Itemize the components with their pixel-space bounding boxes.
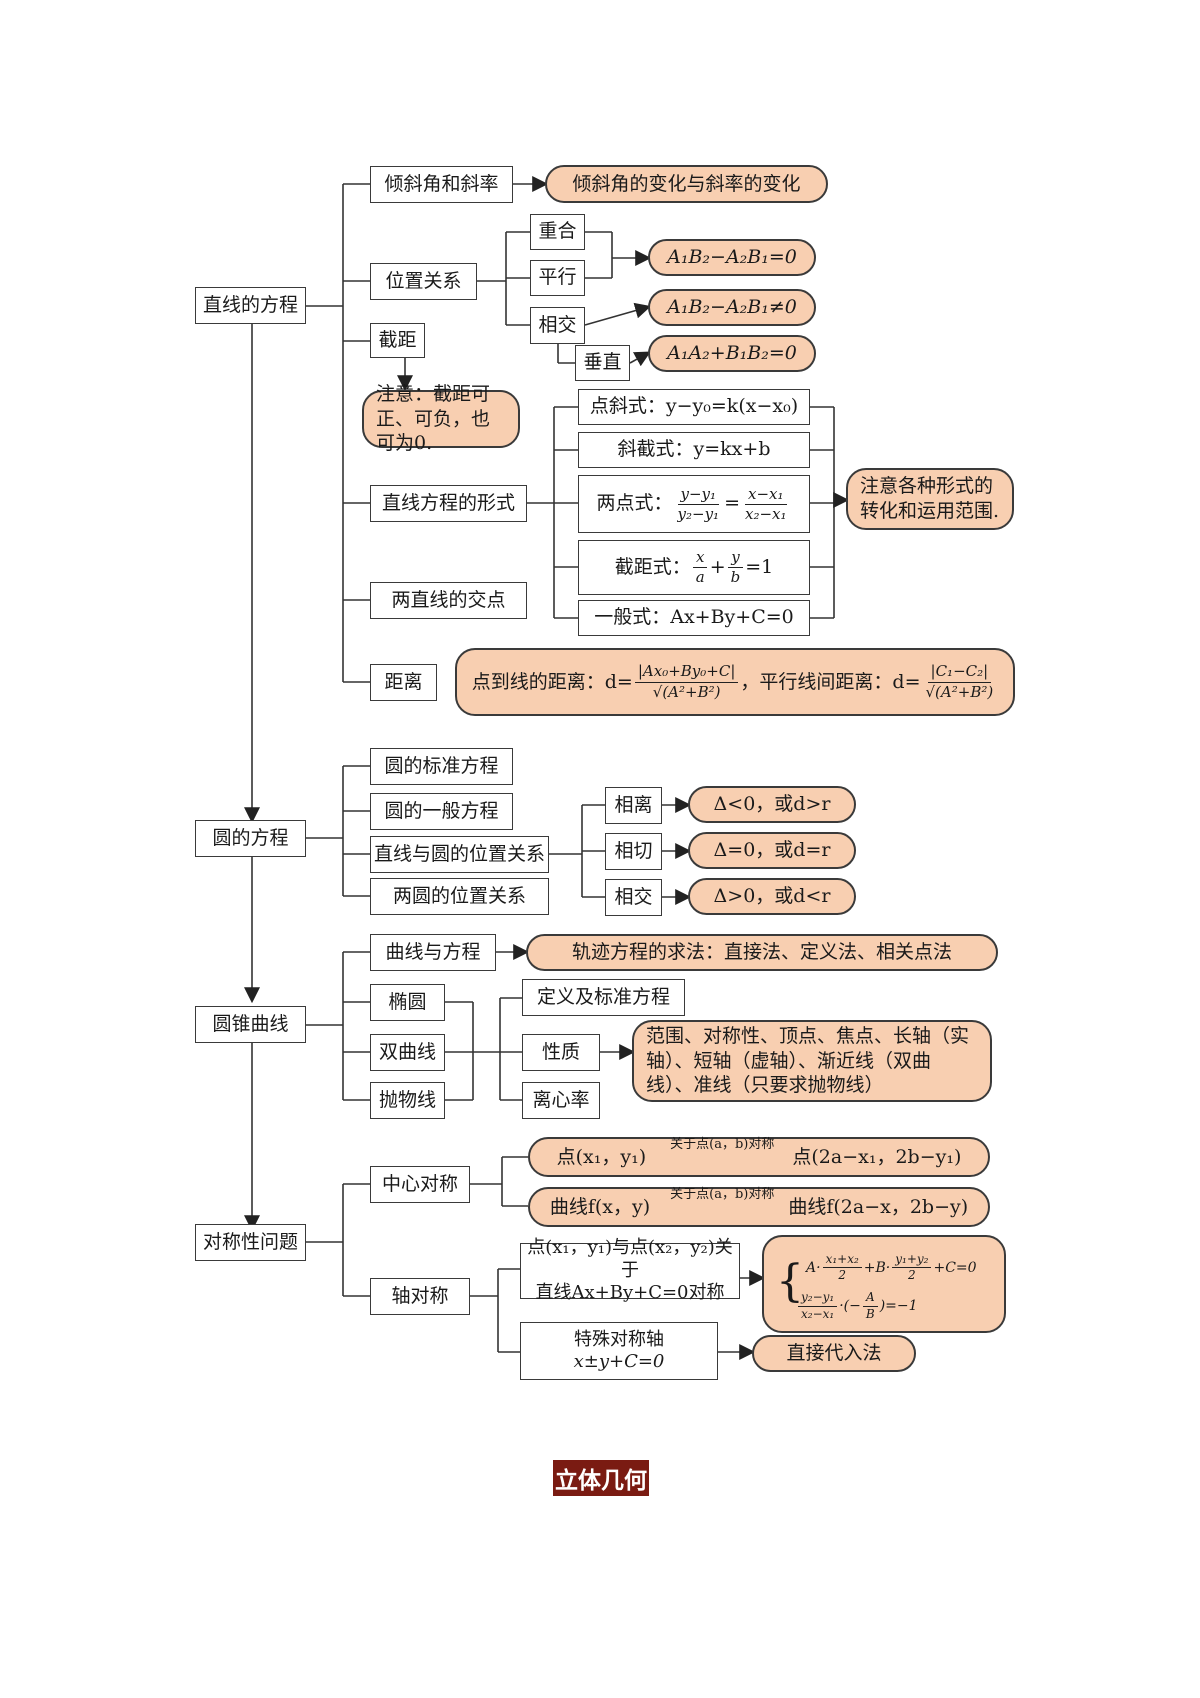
- intercept-form-label: 截距式：: [614, 555, 691, 578]
- locus-methods: 轨迹方程的求法：直接法、定义法、相关点法: [526, 934, 998, 971]
- intercept-plus: +: [709, 555, 726, 578]
- conic-root: 圆锥曲线: [195, 1006, 306, 1043]
- line-forms-node: 直线方程的形式: [370, 485, 527, 522]
- circle-circle-node: 两圆的位置关系: [370, 878, 549, 915]
- central-curve-to: 曲线f(2a−x，2b−y): [788, 1195, 969, 1218]
- intersect-node: 相交: [530, 307, 585, 344]
- curve-equation-node: 曲线与方程: [370, 934, 496, 971]
- ellipse-node: 椭圆: [370, 984, 445, 1021]
- two-point-equals: =: [724, 492, 740, 515]
- general-form: 一般式：Ax+By+C=0: [578, 600, 810, 636]
- point-slope-form: 点斜式：y−y₀=k(x−x₀): [578, 389, 810, 425]
- apart-condition: Δ<0，或d>r: [688, 786, 856, 823]
- intercept-node: 截距: [370, 323, 425, 358]
- slope-note: 倾斜角的变化与斜率的变化: [545, 165, 828, 203]
- special-axis-line1: 特殊对称轴: [574, 1328, 664, 1350]
- central-curve-from: 曲线f(x，y): [549, 1195, 651, 1218]
- special-axis-line2: x±y+C=0: [573, 1351, 665, 1372]
- distance-p2l-label: 点到线的距离：d=: [471, 670, 633, 693]
- system-line2-mid: ·(−: [839, 1297, 861, 1314]
- forms-note: 注意各种形式的转化和运用范围.: [846, 468, 1014, 530]
- distance-node: 距离: [370, 664, 437, 701]
- system-line1-post: +C=0: [933, 1259, 977, 1276]
- eccentricity-node: 离心率: [522, 1082, 600, 1119]
- properties-node: 性质: [522, 1034, 600, 1071]
- properties-note: 范围、对称性、顶点、焦点、长轴（实轴）、短轴（虚轴）、渐近线（双曲线）、准线（只…: [632, 1020, 992, 1102]
- parallel-condition: A₁B₂−A₂B₁=0: [648, 239, 816, 276]
- axial-description: 点(x₁，y₁)与点(x₂，y₂)关于 直线Ax+By+C=0对称: [520, 1237, 740, 1303]
- distance-p2l-frac: |Ax₀+By₀+C|√(A²+B²): [634, 662, 739, 702]
- intercept-note: 注意：截距可正、可负，也可为0.: [362, 383, 520, 454]
- system-line1-pre: A·: [806, 1259, 821, 1276]
- circle-standard-node: 圆的标准方程: [370, 748, 513, 785]
- line-circle-node: 直线与圆的位置关系: [370, 836, 549, 873]
- direct-substitution: 直接代入法: [752, 1335, 916, 1372]
- central-point-arrow-label: 关于点(a，b)对称: [670, 1136, 775, 1152]
- parallel-node: 平行: [530, 260, 585, 296]
- intersect-condition: A₁B₂−A₂B₁≠0: [648, 289, 816, 326]
- central-point-to: 点(2a−x₁，2b−y₁): [792, 1145, 962, 1168]
- definition-node: 定义及标准方程: [522, 979, 685, 1016]
- intersect-condition-circle: Δ>0，或d<r: [688, 878, 856, 915]
- symmetry-root: 对称性问题: [195, 1224, 306, 1261]
- tangent-node: 相切: [605, 833, 662, 870]
- special-axis: 特殊对称轴 x±y+C=0: [520, 1322, 718, 1380]
- slope-intercept-form: 斜截式：y=kx+b: [578, 432, 810, 468]
- axial-symmetry-node: 轴对称: [370, 1278, 470, 1315]
- circle-equation-root: 圆的方程: [195, 820, 306, 857]
- perpendicular-condition: A₁A₂+B₁B₂=0: [648, 335, 816, 372]
- tangent-condition: Δ=0，或d=r: [688, 832, 856, 869]
- circle-intersect-node: 相交: [605, 879, 662, 916]
- apart-node: 相离: [605, 787, 662, 824]
- system-line2-post: )=−1: [879, 1297, 918, 1314]
- distance-formulas: 点到线的距离：d= |Ax₀+By₀+C|√(A²+B²) ，平行线间距离：d=…: [455, 648, 1015, 716]
- two-point-label: 两点式：: [596, 492, 673, 515]
- intersection-node: 两直线的交点: [370, 582, 527, 619]
- intercept-form-tail: =1: [745, 555, 774, 578]
- system-line1-mid: +B·: [863, 1259, 891, 1276]
- coincide-node: 重合: [530, 214, 585, 250]
- circle-general-node: 圆的一般方程: [370, 793, 513, 830]
- section-title-solid-geometry: 立体几何: [553, 1460, 649, 1496]
- central-point-rule: 点(x₁，y₁) 关于点(a，b)对称 点(2a−x₁，2b−y₁): [528, 1137, 990, 1177]
- parabola-node: 抛物线: [370, 1082, 445, 1119]
- slope-node: 倾斜角和斜率: [370, 166, 513, 203]
- hyperbola-node: 双曲线: [370, 1034, 445, 1071]
- axial-desc-line2: 直线Ax+By+C=0对称: [535, 1282, 725, 1304]
- perpendicular-node: 垂直: [575, 345, 630, 381]
- distance-separator: ，平行线间距离：d=: [740, 670, 921, 693]
- central-curve-rule: 曲线f(x，y) 关于点(a，b)对称 曲线f(2a−x，2b−y): [528, 1187, 990, 1227]
- position-node: 位置关系: [370, 263, 477, 300]
- central-point-from: 点(x₁，y₁): [556, 1145, 647, 1168]
- line-equation-root: 直线的方程: [195, 287, 306, 324]
- axial-desc-line1: 点(x₁，y₁)与点(x₂，y₂)关于: [527, 1237, 733, 1281]
- central-symmetry-node: 中心对称: [370, 1166, 470, 1203]
- distance-ll-frac: |C₁−C₂|√(A²+B²): [925, 662, 994, 701]
- system-brace: {: [776, 1255, 804, 1307]
- central-curve-arrow-label: 关于点(a，b)对称: [670, 1186, 775, 1202]
